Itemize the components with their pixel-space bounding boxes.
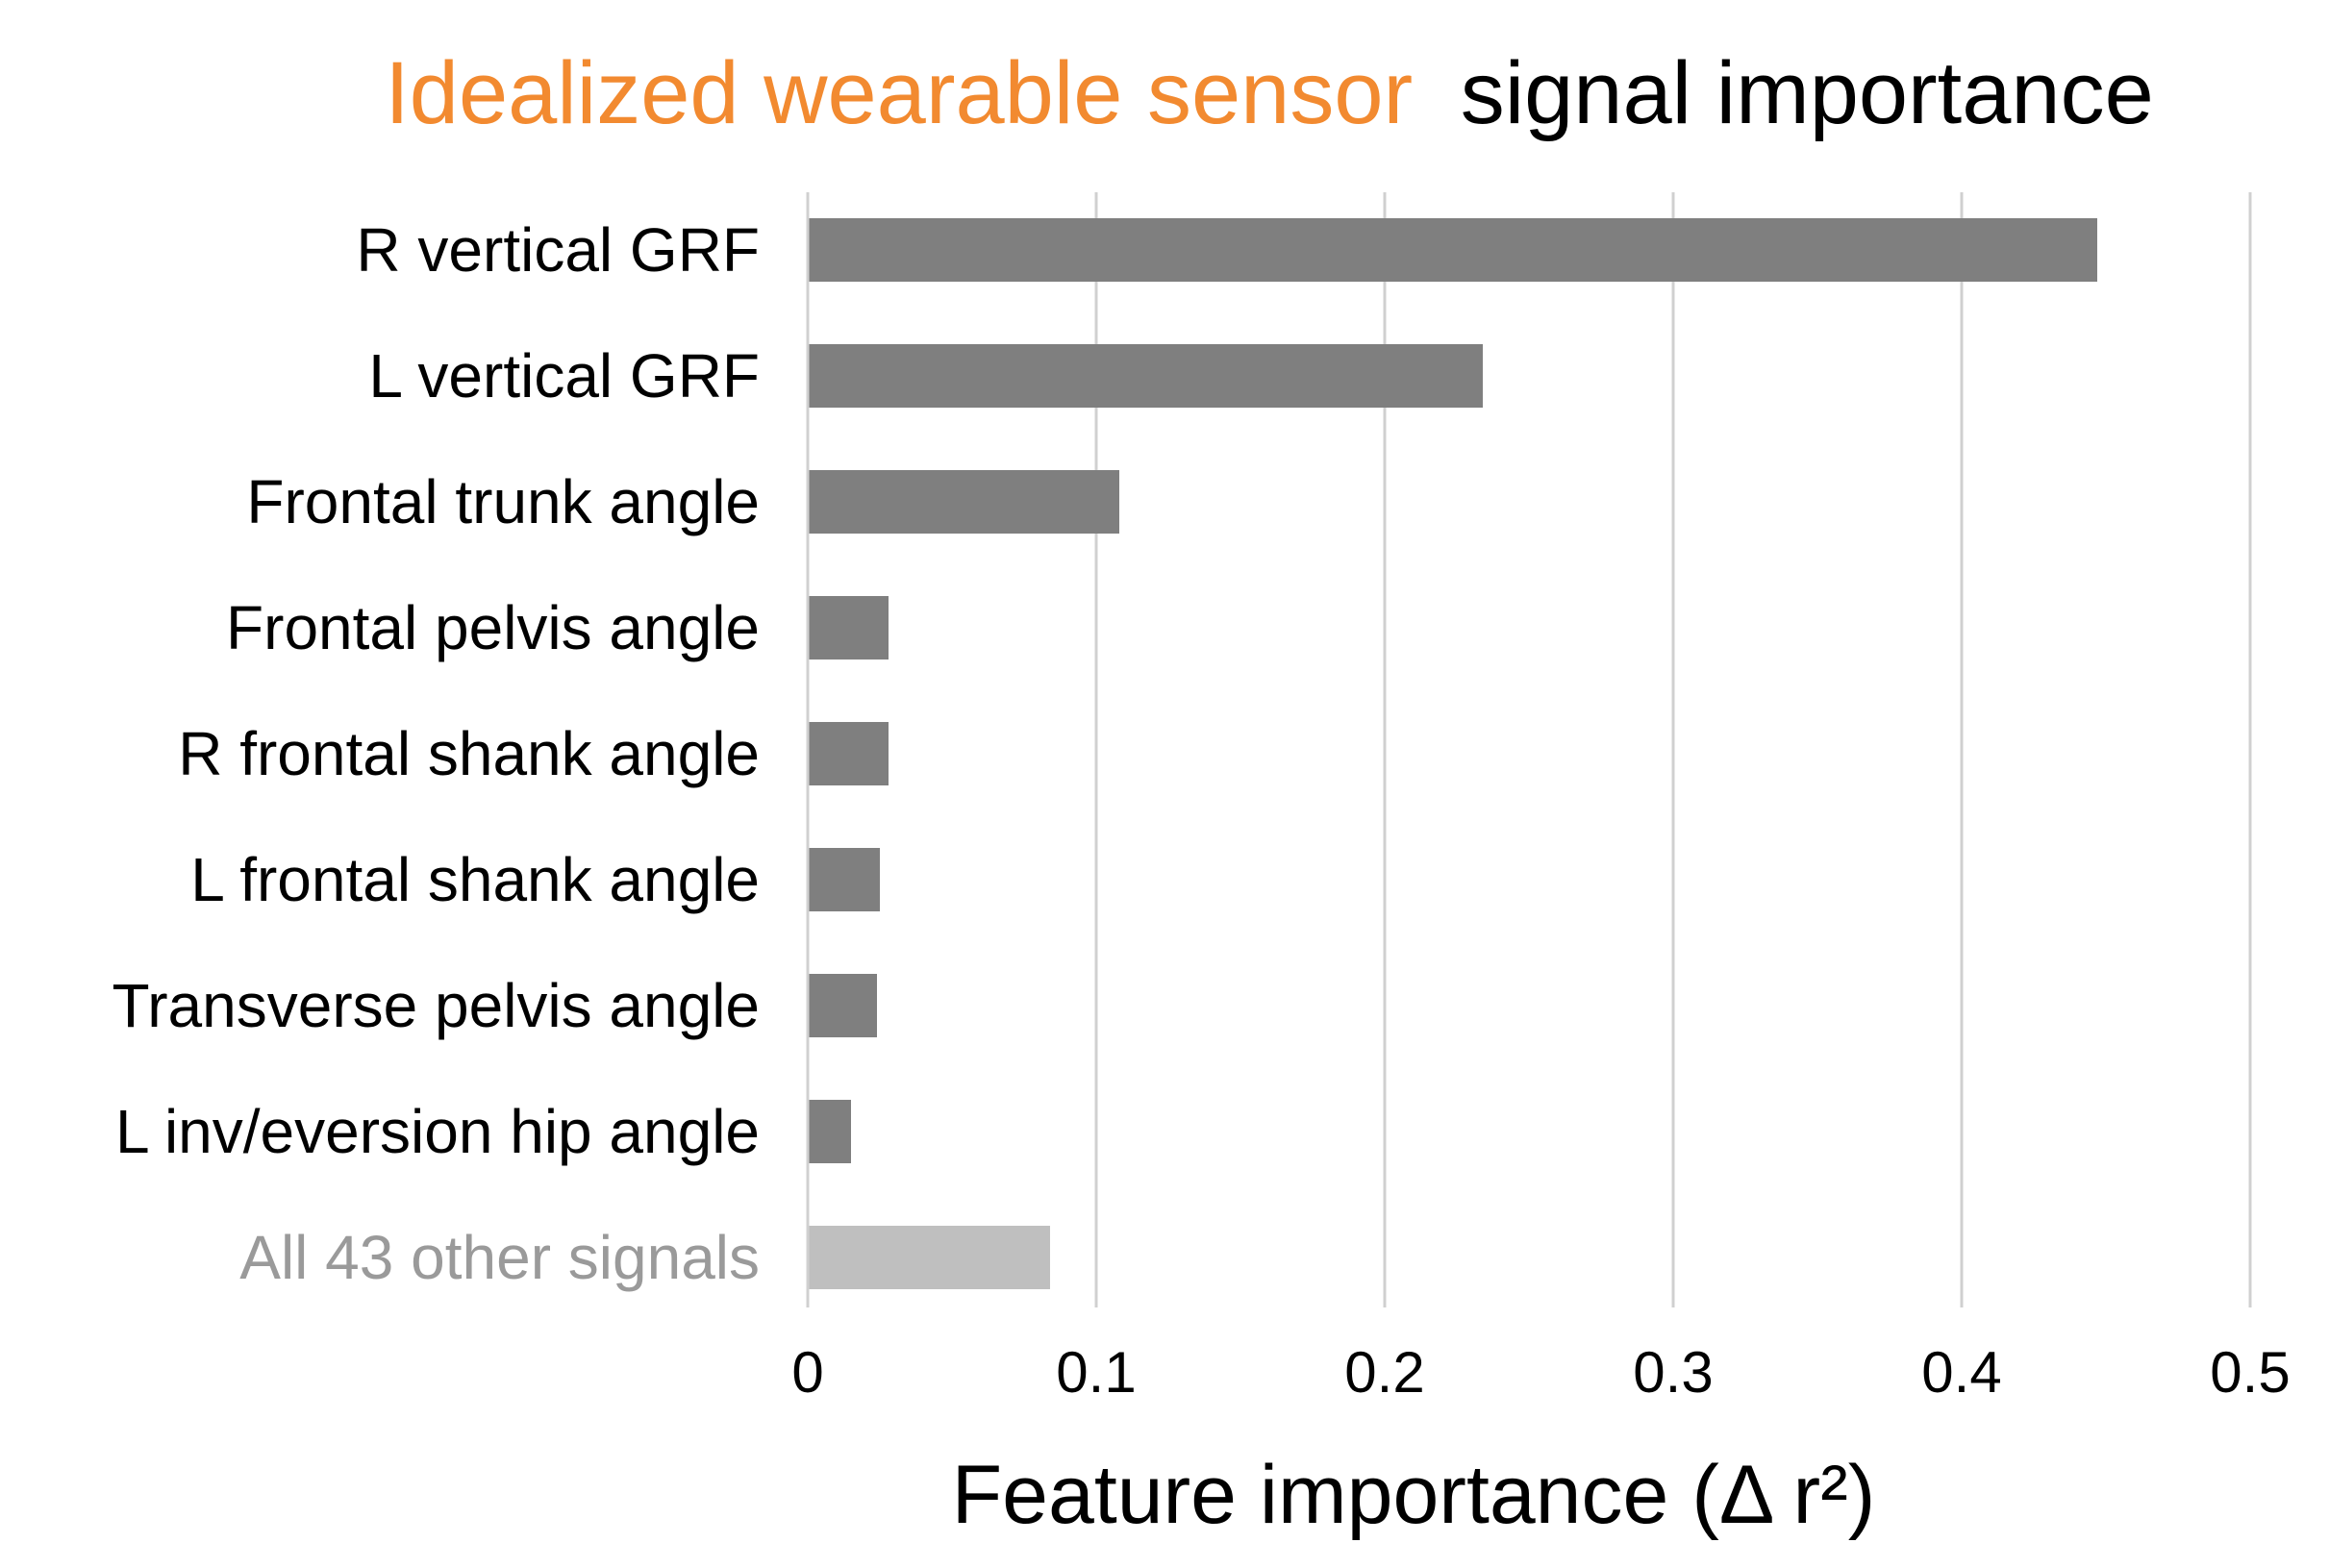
x-tick-label-0: 0 [791,1340,823,1405]
x-tick-label-2: 0.2 [1344,1340,1424,1405]
x-tick-label-3: 0.3 [1633,1340,1713,1405]
category-label-6: Transverse pelvis angle [113,971,761,1040]
category-labels: R vertical GRF L vertical GRF Frontal trun… [113,215,761,1292]
bars [808,218,2097,1289]
x-tick-label-1: 0.1 [1056,1340,1136,1405]
category-label-7: L inv/eversion hip angle [115,1097,760,1166]
bar-5 [808,848,880,911]
svg-text:Idealized wearable sensor: Idealized wearable sensor signal importa… [385,44,2153,142]
x-tick-labels: 0 0.1 0.2 0.3 0.4 0.5 [791,1340,2290,1405]
bar-2 [808,470,1119,534]
category-label-5: L frontal shank angle [190,845,760,914]
bar-8 [808,1226,1050,1289]
chart-title-highlight: Idealized wearable sensor [385,44,1413,142]
bar-0 [808,218,2097,282]
chart-title: Idealized wearable sensor signal importa… [385,44,2153,142]
category-label-8: All 43 other signals [239,1223,760,1292]
bar-6 [808,974,877,1037]
bar-3 [808,596,889,660]
chart-title-rest: signal importance [1461,44,2154,142]
category-label-3: Frontal pelvis angle [226,593,760,662]
bar-4 [808,722,889,785]
x-axis-title: Feature importance (Δ r²) [952,1449,1876,1541]
category-label-1: L vertical GRF [368,341,760,411]
category-label-0: R vertical GRF [356,215,760,285]
category-label-4: R frontal shank angle [178,719,760,788]
bar-1 [808,344,1483,408]
x-tick-label-5: 0.5 [2210,1340,2290,1405]
bar-7 [808,1100,851,1163]
x-tick-label-4: 0.4 [1921,1340,2001,1405]
category-label-2: Frontal trunk angle [246,467,760,536]
